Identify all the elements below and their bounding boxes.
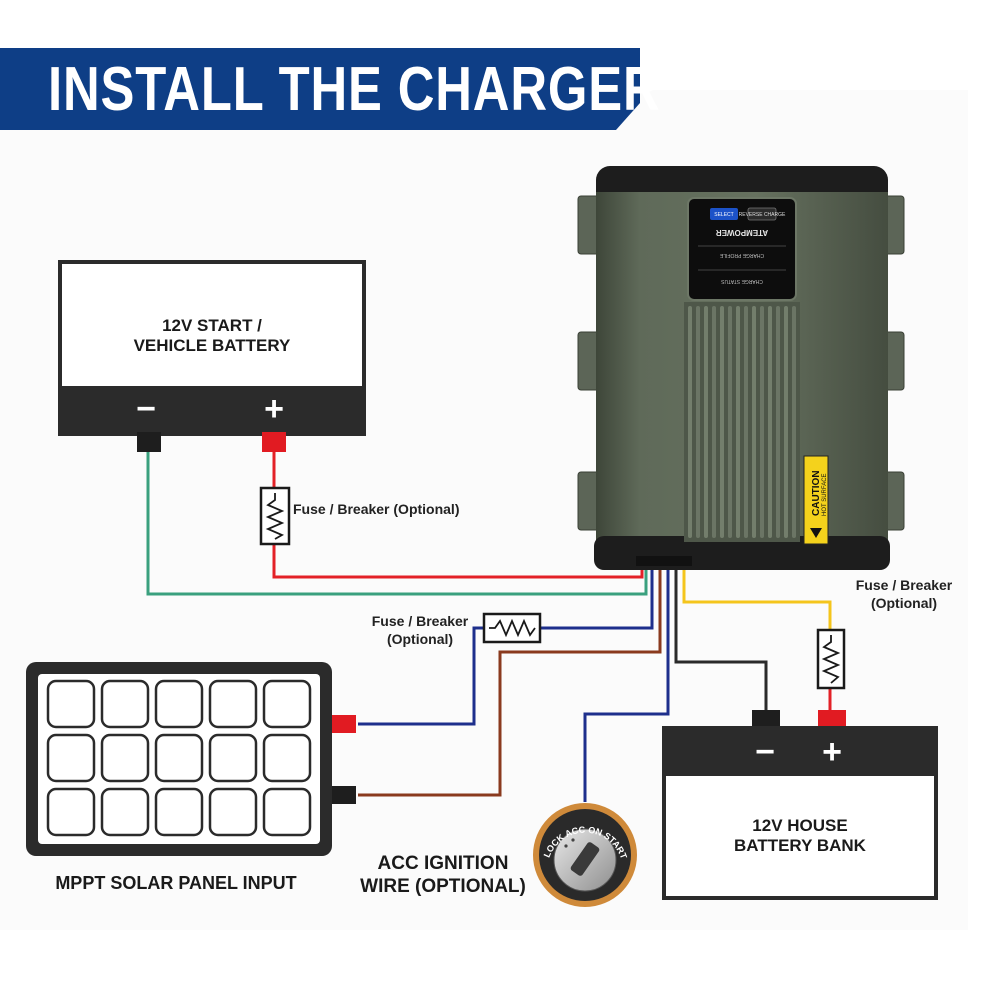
yellow-wire-house: [682, 560, 832, 630]
blue-wire-solar-upper: [540, 560, 654, 630]
start-positive-terminal: [262, 432, 286, 452]
ignition-switch: LOCK ACC ON START: [533, 803, 637, 907]
fuse-start: [259, 486, 291, 546]
start-negative-terminal: [137, 432, 161, 452]
solar-negative-connector: [332, 786, 356, 804]
solar-cell: [46, 733, 96, 783]
select-button-label: SELECT: [714, 212, 733, 218]
house-positive-terminal: [818, 710, 846, 730]
start-battery-line2: VEHICLE BATTERY: [133, 336, 291, 355]
heatsink-fin: [704, 306, 708, 538]
heatsink-fin: [760, 306, 764, 538]
fuse-house-line2: (Optional): [870, 595, 938, 611]
house-negative-terminal: [752, 710, 780, 730]
start-battery: [58, 260, 366, 452]
solar-cell: [154, 733, 204, 783]
black-wire-house: [674, 560, 768, 712]
start-positive-sign: +: [264, 390, 284, 428]
charge-status-label: CHARGE STATUS: [720, 278, 762, 284]
fuse-solar-line1: Fuse / Breaker: [371, 613, 469, 629]
house-positive-sign: +: [822, 733, 842, 771]
solar-cell: [262, 679, 312, 729]
solar-panel: [26, 662, 356, 856]
charge-profile-label: CHARGE PROFILE: [719, 252, 764, 258]
heatsink-fin: [696, 306, 700, 538]
heatsink-fin: [768, 306, 772, 538]
fuse-solar: [482, 612, 542, 644]
solar-cell: [46, 787, 96, 837]
solar-cell: [262, 733, 312, 783]
heatsink-fin: [776, 306, 780, 538]
house-battery: [662, 710, 938, 900]
ignition-line1: ACC IGNITION: [377, 853, 509, 874]
heatsink-fin: [792, 306, 796, 538]
heatsink-fin: [720, 306, 724, 538]
solar-cell: [100, 679, 150, 729]
heatsink-fin: [752, 306, 756, 538]
house-negative-sign: −: [755, 733, 775, 771]
solar-positive-connector: [332, 715, 356, 733]
charger-display: [687, 197, 797, 301]
solar-panel-label: MPPT SOLAR PANEL INPUT: [55, 873, 297, 893]
solar-cell: [46, 679, 96, 729]
house-battery-line2: BATTERY BANK: [734, 836, 866, 855]
house-battery-label: 12V HOUSE BATTERY BANK: [690, 816, 910, 856]
caution-sticker: [803, 455, 829, 545]
solar-cell: [208, 679, 258, 729]
solar-cell: [154, 787, 204, 837]
caution-subtitle: HOT SURFACE: [822, 473, 828, 516]
fuse-house-label: Fuse / Breaker (Optional): [842, 576, 966, 612]
fuse-house: [816, 628, 846, 690]
reverse-button-label: REVERSE CHARGE: [739, 212, 786, 218]
start-battery-line1: 12V START /: [162, 316, 262, 335]
heatsink-fin: [744, 306, 748, 538]
solar-cell: [262, 787, 312, 837]
solar-cell: [208, 787, 258, 837]
ignition-line2: WIRE (OPTIONAL): [360, 876, 526, 897]
fuse-solar-label: Fuse / Breaker (Optional): [360, 612, 480, 648]
solar-cell: [100, 787, 150, 837]
heatsink-fin: [688, 306, 692, 538]
reverse-charge-button: [747, 207, 777, 221]
header-banner: [0, 48, 640, 130]
charger-brand: ATEMPOWER: [716, 228, 769, 237]
page-title: INSTALL THE CHARGER: [48, 55, 661, 124]
green-wire: [146, 452, 648, 596]
charger-unit: SELECT REVERSE CHARGE ATEMPOWER CHARGE P…: [577, 166, 905, 570]
ignition-label: ACC IGNITION WIRE (OPTIONAL): [340, 852, 546, 898]
heatsink-fins: [688, 306, 796, 538]
fuse-house-line1: Fuse / Breaker: [855, 577, 953, 593]
select-button: [710, 208, 738, 220]
solar-cell: [208, 733, 258, 783]
heatsink-fin: [784, 306, 788, 538]
blue-wire-ignition: [583, 560, 670, 802]
fuse-solar-line2: (Optional): [386, 631, 454, 647]
fuse-start-label: Fuse / Breaker (Optional): [293, 501, 460, 517]
heatsink-fin: [712, 306, 716, 538]
brown-wire-solar: [358, 560, 662, 797]
start-battery-label: 12V START / VEHICLE BATTERY: [112, 316, 312, 356]
wires: [146, 452, 832, 802]
heatsink-fin: [728, 306, 732, 538]
solar-cells: [46, 679, 312, 837]
caution-title: CAUTION: [811, 470, 822, 516]
house-battery-line1: 12V HOUSE: [752, 816, 848, 835]
heatsink-fin: [736, 306, 740, 538]
solar-cell: [100, 733, 150, 783]
blue-wire-solar: [358, 626, 484, 726]
solar-cell: [154, 679, 204, 729]
start-negative-sign: −: [136, 390, 156, 428]
